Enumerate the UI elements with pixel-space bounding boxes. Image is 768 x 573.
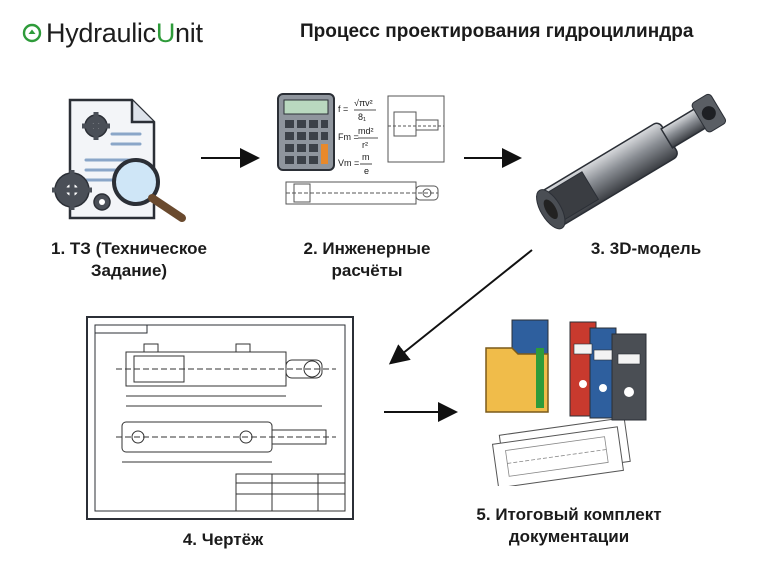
logo: HydraulicUnit (22, 16, 203, 50)
documentation-binders-icon (485, 319, 647, 486)
svg-text:m: m (362, 152, 370, 162)
page-title: Процесс проектирования гидроцилиндра (300, 21, 694, 42)
step-3-label: 3. 3D-модель (590, 239, 702, 258)
step-2-label: 2. Инженерные расчёты (303, 239, 431, 280)
cylinder-3d-model-icon (536, 93, 727, 230)
step-1-label: 1. ТЗ (Техническое Задание) (51, 239, 207, 280)
svg-text:r²: r² (362, 140, 368, 150)
svg-text:√πv²: √πv² (354, 98, 373, 108)
svg-text:md²: md² (358, 126, 374, 136)
power-circle-icon (22, 23, 42, 43)
document-gears-magnifier-icon (52, 98, 186, 222)
step-5-label: 5. Итоговый комплект документации (476, 505, 662, 546)
svg-text:e: e (364, 166, 369, 176)
calculator-formulas-icon: f = √πv² 8₁ Fm = md² r² Vm = m e (277, 93, 445, 205)
svg-text:f =: f = (338, 104, 348, 114)
svg-text:Fm =: Fm = (338, 132, 359, 142)
svg-text:8₁: 8₁ (358, 112, 366, 122)
technical-drawing-icon (86, 316, 354, 520)
logo-text: HydraulicUnit (46, 17, 203, 48)
step-4-label: 4. Чертёж (182, 530, 264, 549)
svg-text:Vm =: Vm = (338, 158, 359, 168)
